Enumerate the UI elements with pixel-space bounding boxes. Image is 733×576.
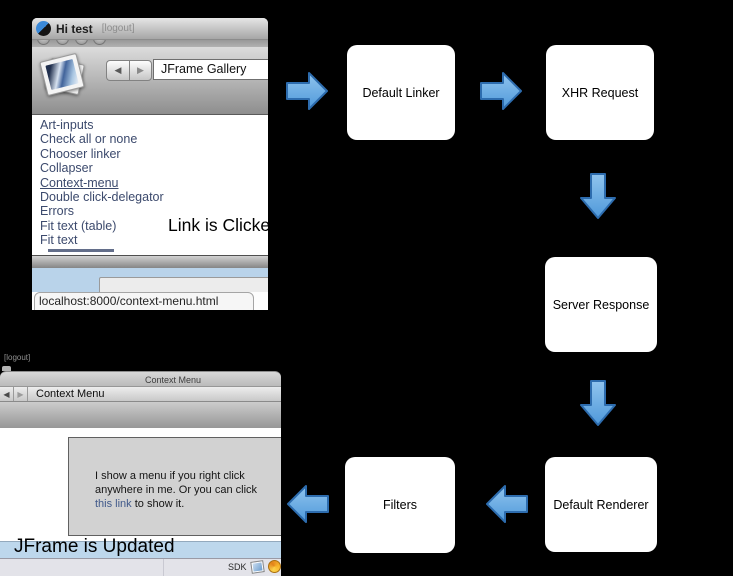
window1-content: Art-inputs Check all or none Chooser lin… [32, 115, 268, 255]
flow-box-server-response: Server Response [545, 257, 657, 352]
context-text-line1: I show a menu if you right click [95, 470, 245, 482]
back-button[interactable]: ◀ [0, 387, 14, 401]
window2-blue-bar [0, 541, 281, 558]
jframe-gallery-window: Hi test [logout] ◀ ▶ JFrame Gallery Art-… [32, 18, 268, 310]
window2-content: I show a menu if you right click anywher… [0, 428, 281, 541]
status-url-tooltip: localhost:8000/context-menu.html [34, 292, 254, 310]
context-text-line2: anywhere in me. Or you can click [95, 484, 258, 496]
gallery-link-list: Art-inputs Check all or none Chooser lin… [32, 115, 268, 252]
gallery-link-art-inputs[interactable]: Art-inputs [40, 118, 94, 132]
window2-metal-strip [0, 402, 281, 428]
photo-stack-icon[interactable] [249, 559, 265, 574]
annotation-link-is-clicked: Link is Clicked [168, 215, 268, 235]
arrow-down-icon [580, 173, 616, 219]
flow-box-filters: Filters [345, 457, 455, 553]
back-arrow-icon: ◀ [3, 389, 10, 399]
status-bar-divider [163, 559, 164, 576]
forward-button[interactable]: ▶ [14, 387, 28, 401]
arrow-right-icon [480, 72, 522, 110]
window1-blue-bar [32, 268, 268, 295]
gallery-link-check-all[interactable]: Check all or none [40, 132, 138, 147]
logout-link[interactable]: [logout] [4, 353, 31, 362]
back-arrow-icon: ◀ [114, 65, 122, 75]
arrow-down-icon [580, 380, 616, 426]
gallery-link-fit-text-table[interactable]: Fit text (table) [40, 218, 117, 233]
context-menu-target-box[interactable]: I show a menu if you right click anywher… [68, 437, 281, 536]
sdk-cluster: SDK [228, 559, 281, 574]
window1-title: Hi test [56, 21, 93, 36]
context-menu-text: I show a menu if you right click anywher… [69, 438, 281, 511]
gallery-nav-field[interactable]: JFrame Gallery [153, 59, 268, 80]
back-button[interactable]: ◀ [106, 60, 129, 81]
toolbar-knob-icon[interactable] [75, 40, 88, 45]
window1-status-area: localhost:8000/context-menu.html [32, 292, 268, 310]
window2-status-bar: SDK [0, 558, 281, 576]
gallery-link-fit-text[interactable]: Fit text [40, 233, 78, 248]
flow-box-default-linker: Default Linker [347, 45, 455, 140]
arrow-left-icon [486, 485, 528, 523]
window1-toolbar-knobs [32, 40, 268, 47]
window2-header-title: Context Menu [145, 375, 202, 385]
window1-toolbar: ◀ ▶ JFrame Gallery [32, 47, 268, 115]
gallery-link-chooser-linker[interactable]: Chooser linker [40, 146, 121, 161]
window2-toolbar-title: Context Menu [36, 388, 105, 400]
window2-toolbar: ◀ ▶ Context Menu [0, 386, 281, 402]
history-nav-buttons: ◀ ▶ [106, 60, 152, 81]
toolbar-knob-icon[interactable] [56, 40, 69, 45]
window1-title-bar: Hi test [logout] [32, 18, 268, 40]
logout-link[interactable]: [logout] [101, 23, 135, 34]
window2-corner-notch [2, 366, 11, 371]
context-text-line3: to show it. [131, 498, 185, 510]
toolbar-knob-icon[interactable] [37, 40, 50, 45]
clipped-list-item [48, 248, 114, 252]
this-link[interactable]: this link [95, 498, 132, 510]
window1-divider-bar [32, 255, 268, 268]
flow-box-default-renderer: Default Renderer [545, 457, 657, 552]
flow-box-xhr-request: XHR Request [546, 45, 654, 140]
forward-arrow-icon: ▶ [137, 65, 144, 75]
app-logo-icon [36, 21, 51, 36]
gallery-link-double-click[interactable]: Double click-delegator [40, 190, 164, 205]
arrow-right-icon [286, 72, 328, 110]
gallery-link-collapser[interactable]: Collapser [40, 161, 93, 176]
gallery-link-context-menu[interactable]: Context-menu [40, 175, 119, 190]
arrow-left-icon [287, 485, 329, 523]
context-menu-window: [logout] Context Menu ◀ ▶ Context Menu I… [0, 345, 281, 576]
sdk-label: SDK [228, 561, 247, 572]
forward-arrow-icon: ▶ [17, 389, 24, 399]
annotation-jframe-updated: JFrame is Updated [14, 536, 175, 557]
forward-button[interactable]: ▶ [129, 60, 152, 81]
orange-swirl-icon[interactable] [267, 560, 281, 573]
gallery-link-errors[interactable]: Errors [40, 204, 75, 219]
gallery-photos-icon [39, 52, 90, 103]
toolbar-knob-icon[interactable] [93, 40, 106, 45]
window2-header-bar: Context Menu [0, 371, 281, 386]
